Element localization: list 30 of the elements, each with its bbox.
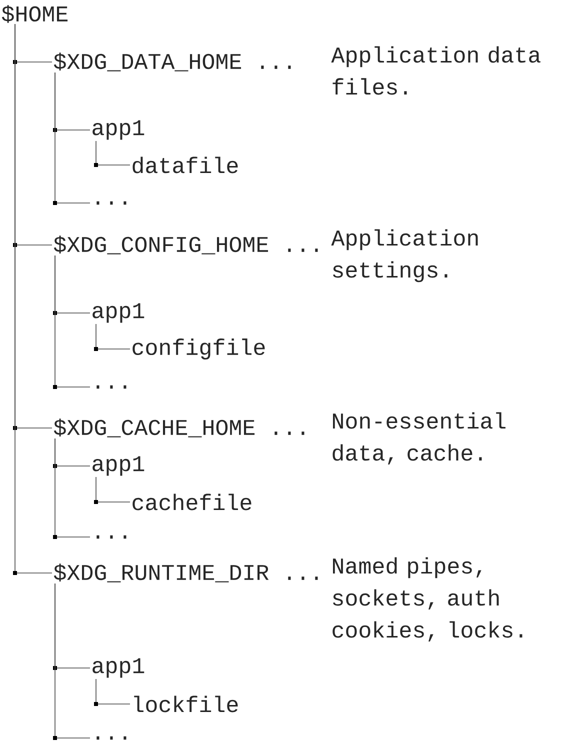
- folder-label: ...: [96, 385, 126, 389]
- folder-label: ...: [96, 736, 126, 740]
- folder-label: ...: [96, 201, 126, 205]
- description-text: Named pipes, sockets, auth cookies, locks.: [332, 557, 522, 642]
- folder-label: datafile: [132, 156, 238, 174]
- folder-label: app1: [92, 658, 144, 678]
- folder-label: app1: [92, 120, 144, 140]
- folder-label: lockfile: [134, 696, 238, 712]
- folder-label: ...: [96, 535, 126, 539]
- folder-label: app1: [92, 456, 144, 476]
- tree-branch: [94, 324, 130, 351]
- tree-branch: [53, 72, 90, 205]
- folder-label: $XDG_RUNTIME_DIR ...: [54, 564, 318, 582]
- folder-label: cachefile: [132, 494, 252, 510]
- description-text: Non-essential data, cache.: [332, 412, 506, 464]
- description-text: Application settings.: [331, 229, 478, 282]
- folder-label: $XDG_CACHE_HOME ...: [54, 418, 304, 438]
- tree-branch: [53, 438, 90, 539]
- folder-label: app1: [92, 303, 144, 323]
- folder-label: $HOME: [2, 5, 68, 23]
- folder-label: $XDG_DATA_HOME ...: [54, 52, 291, 72]
- folder-label: configfile: [132, 338, 265, 360]
- tree-branch: [94, 476, 130, 504]
- tree-branch: [13, 24, 52, 575]
- tree-branch: [53, 255, 90, 389]
- tree-branch: [94, 140, 130, 167]
- tree-branch: [94, 678, 130, 706]
- description-text: Application data files.: [331, 46, 540, 95]
- folder-label: $XDG_CONFIG_HOME ...: [54, 236, 318, 254]
- tree-branch: [53, 583, 90, 740]
